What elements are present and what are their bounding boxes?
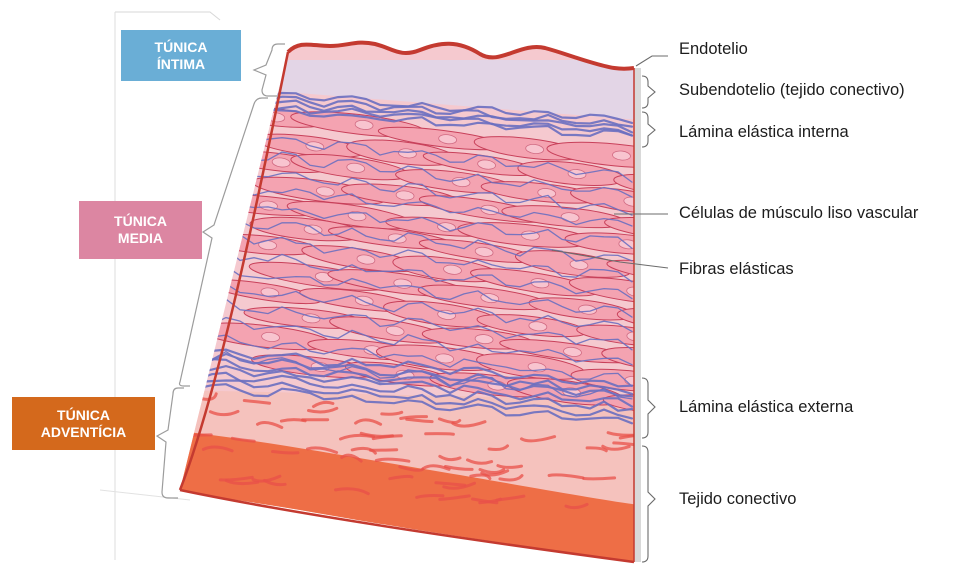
connective-strand <box>179 435 211 436</box>
muscle-cell-nucleus <box>668 315 687 326</box>
connective-strand <box>426 434 454 435</box>
label-lamina-elastica-interna: Lámina elástica interna <box>679 123 849 142</box>
connective-strand <box>371 450 397 451</box>
connective-strand <box>273 452 298 453</box>
label-subendotelio: Subendotelio (tejido conectivo) <box>679 81 905 100</box>
bracket-adventicia <box>157 388 184 498</box>
muscle-cell-nucleus <box>668 225 687 236</box>
label-endotelio: Endotelio <box>679 40 748 59</box>
muscle-cell-nucleus <box>666 181 685 192</box>
callout-endotelio <box>636 56 668 66</box>
label-celulas-musculo-liso: Células de músculo liso vascular <box>679 204 918 223</box>
muscle-cell-nucleus <box>661 267 680 279</box>
callout-subendotelio <box>642 76 655 108</box>
label-tejido-conectivo: Tejido conectivo <box>679 490 796 509</box>
label-lamina-elastica-externa: Lámina elástica externa <box>679 398 853 417</box>
callout-lamina-externa <box>642 378 655 438</box>
vessel-wall <box>160 30 740 564</box>
label-fibras-elasticas: Fibras elásticas <box>679 260 794 279</box>
muscle-cell-nucleus <box>654 355 673 366</box>
connective-strand <box>584 478 615 479</box>
tunica-media-badge: TÚNICA MEDIA <box>79 201 202 259</box>
tunica-intima-badge: TÚNICA ÍNTIMA <box>121 30 241 81</box>
tunica-adventicia-badge: TÚNICA ADVENTÍCIA <box>12 397 155 450</box>
callout-tejido <box>642 446 655 562</box>
wall-cut-face <box>634 68 641 562</box>
callout-lamina-interna <box>642 112 655 147</box>
